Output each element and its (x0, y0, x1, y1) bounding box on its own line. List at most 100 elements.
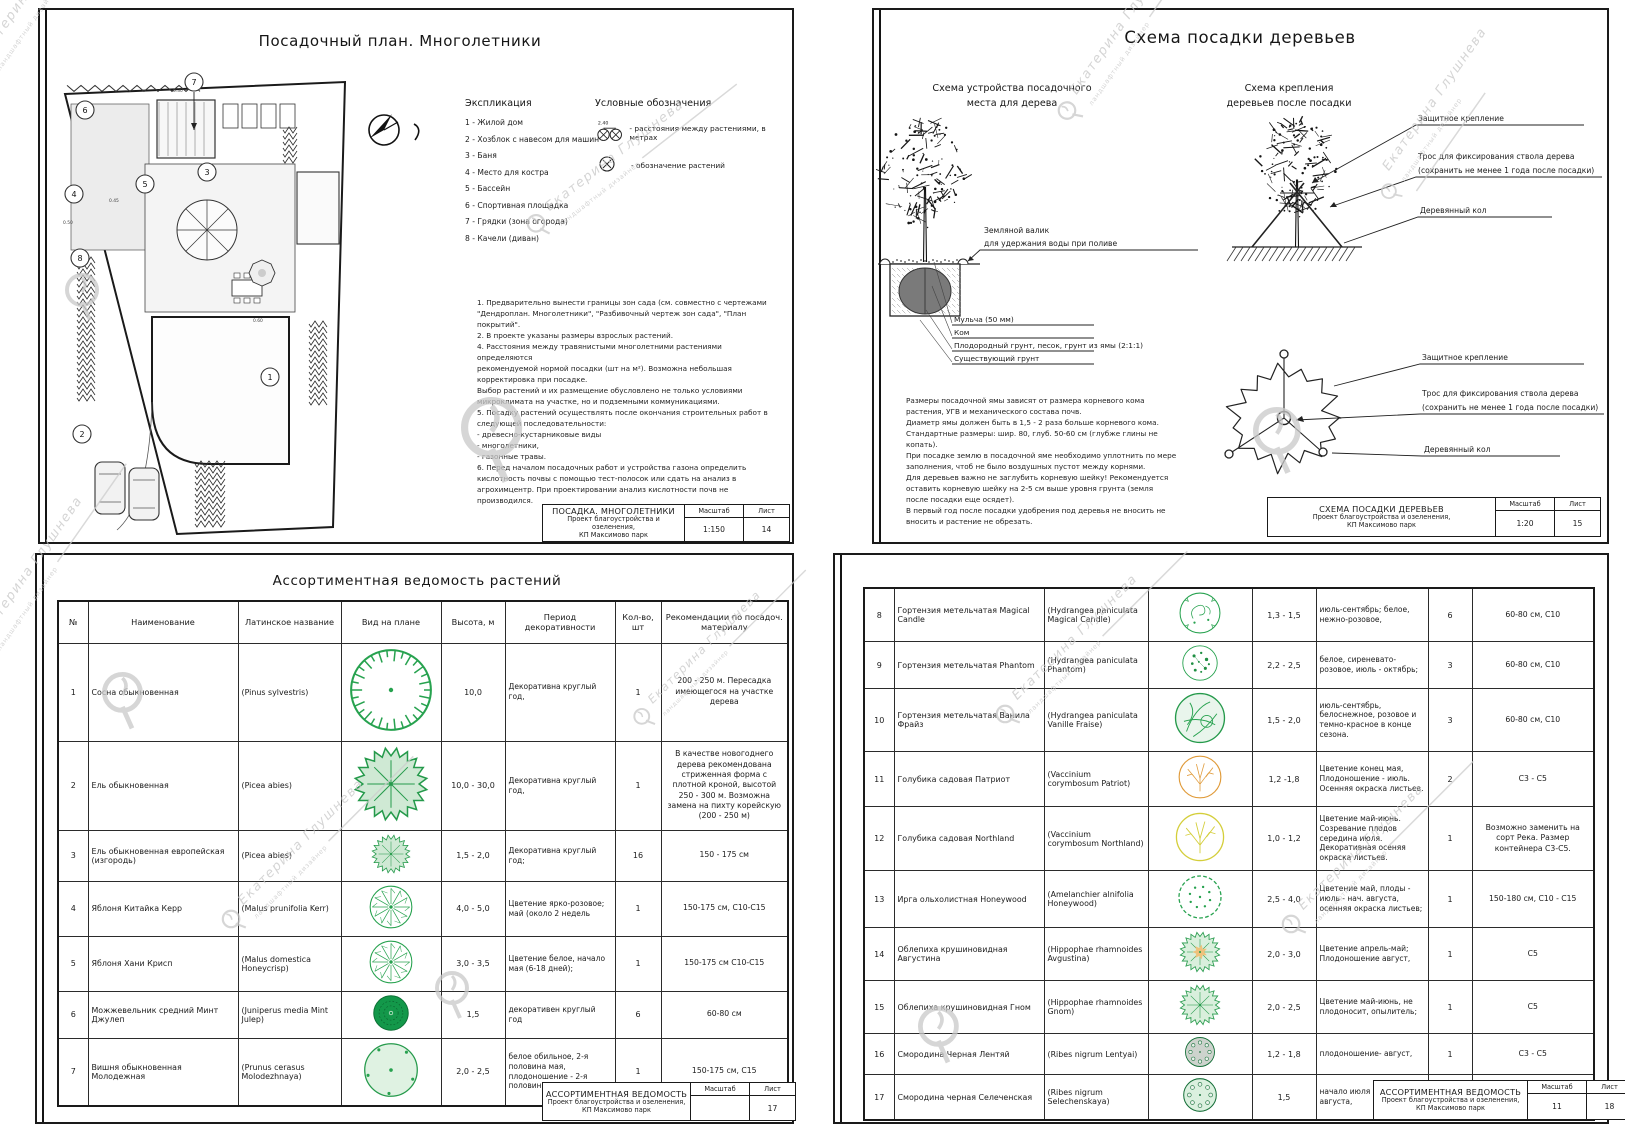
cell-plan-symbol (1147, 1033, 1253, 1075)
svg-text:5: 5 (142, 180, 147, 189)
legend-item-label: - расстояния между растениями, в метрах (629, 124, 766, 142)
scale-cell: Масштаб 11 (1528, 1081, 1586, 1119)
cell-plan-symbol (1147, 587, 1253, 642)
title-block-title: ПОСАДКА. МНОГОЛЕТНИКИ (552, 506, 675, 517)
cell-recommendation: 150 - 175 см (660, 829, 789, 882)
cell-latin-name: (Juniperus media Mint Julep) (237, 990, 342, 1039)
sheet-tree-scheme: Схема посадки деревьев Схема устройства … (872, 8, 1609, 544)
cell-quantity: 1 (614, 740, 662, 831)
cell-recommendation: 60-80 см (660, 990, 789, 1039)
sheet-label: Лист (750, 1083, 795, 1096)
cell-number: 9 (863, 641, 895, 689)
note-line: 2. В проекте указаны размеры взрослых ра… (477, 331, 674, 341)
note-line: 1. Предварительно вынести границы зон са… (477, 298, 767, 307)
note-line: 6. Перед началом посадочных работ и устр… (477, 463, 747, 473)
cell-decorative-period: Декоративна круглый год, (504, 740, 616, 831)
cell-quantity: 3 (1427, 688, 1473, 752)
sheet-assortment-2: 8 Гортензия метельчатая Magical Candle (… (833, 553, 1625, 1124)
plan-marker: 5 (135, 174, 155, 194)
title-block-main: СХЕМА ПОСАДКИ ДЕРЕВЬЕВ Проект благоустро… (1268, 498, 1496, 536)
cell-number: 11 (863, 751, 895, 807)
cell-recommendation: 200 - 250 м. Пересадка имеющегося на уча… (660, 642, 789, 742)
explication-title: Экспликация (465, 98, 532, 109)
cell-number: 6 (57, 990, 89, 1039)
cell-recommendation: В качестве новогоднего дерева рекомендов… (660, 740, 789, 831)
cell-number: 2 (57, 740, 89, 831)
plan-marker: 4 (64, 184, 84, 204)
explication-item: 3 - Баня (465, 151, 497, 160)
cell-name: Голубика садовая Northland (893, 806, 1045, 871)
svg-text:Трос для фиксирования ствола д: Трос для фиксирования ствола дерева (1421, 389, 1579, 398)
cell-plan-symbol (1147, 927, 1253, 981)
note-line: микроклимата на участке, но и подземными… (477, 397, 720, 407)
legend-item: - обозначение растений (595, 155, 787, 173)
cell-quantity: 2 (1427, 751, 1473, 807)
cell-plan-symbol (1147, 688, 1253, 752)
cell-height: 2,5 - 4,0 (1251, 870, 1317, 928)
cell-number: 1 (57, 642, 89, 742)
scale-label: Масштаб (691, 1083, 749, 1096)
cell-plan-symbol (1147, 751, 1253, 807)
hyd-branch-symbol (1173, 691, 1227, 745)
svg-text:(сохранить не менее 1 года пос: (сохранить не менее 1 года после посадки… (1418, 166, 1594, 175)
cell-number: 7 (57, 1037, 89, 1106)
cell-decorative-period: Цветение ярко-розовое; май (около 2 неде… (504, 880, 616, 937)
note-line: - многолетники, (477, 441, 539, 451)
cell-plan-symbol (1147, 870, 1253, 928)
svg-text:Защитное крепление: Защитное крепление (1418, 114, 1504, 123)
note-line: корректировка при посадке. (477, 375, 588, 385)
hyd-curl-symbol (1178, 591, 1222, 635)
cell-latin-name: (Picea abies) (237, 829, 342, 882)
cell-quantity: 1 (1427, 927, 1473, 981)
cell-latin-name: (Vaccinium corymbosum Patriot) (1043, 751, 1149, 807)
blue-yellow-symbol (1174, 811, 1226, 863)
cell-name: Ель обыкновенная (87, 740, 239, 831)
cell-height: 4,0 - 5,0 (440, 880, 506, 937)
note-line: "Дендроплан. Многолетники", "Разбивочный… (477, 309, 747, 319)
sheet-margin-line (879, 10, 881, 542)
scale-cell: Масштаб 1:20 (1496, 498, 1554, 536)
svg-text:8: 8 (77, 254, 82, 263)
cell-height: 2,2 - 2,5 (1251, 641, 1317, 689)
cell-decorative-period: Декоративна круглый год; (504, 829, 616, 882)
cell-name: Гортензия метельчатая Phantom (893, 641, 1045, 689)
plan-marker: 6 (75, 100, 95, 120)
sheet-value: 17 (767, 1103, 778, 1113)
cell-plan-symbol (340, 740, 442, 831)
cell-height: 2,0 - 3,0 (1251, 927, 1317, 981)
cell-latin-name: (Hydrangea paniculata Magical Candle) (1043, 587, 1149, 642)
sheet-label: Лист (744, 505, 789, 518)
cell-plan-symbol (1147, 1074, 1253, 1121)
blue-orange-symbol (1177, 754, 1223, 800)
cell-height: 1,2 -1,8 (1251, 751, 1317, 807)
title-block: АССОРТИМЕНТНАЯ ВЕДОМОСТЬ Проект благоуст… (542, 1082, 796, 1121)
plan-marker: 1 (260, 367, 280, 387)
column-header: Кол-во, шт (614, 600, 662, 644)
cell-decorative-period: Цветение май-июнь, не плодоносит, опылит… (1315, 980, 1429, 1034)
plan-dimension: 0.45 (109, 198, 119, 204)
sheet-margin-line (42, 555, 44, 1122)
cell-number: 12 (863, 806, 895, 871)
table-row: 6 Можжевельник средний Минт Джулеп (Juni… (57, 990, 789, 1039)
spruce-small-symbol (370, 833, 412, 875)
cell-height: 1,5 (1251, 1074, 1317, 1121)
cell-name: Голубика садовая Патриот (893, 751, 1045, 807)
cell-quantity: 6 (1427, 587, 1473, 642)
cell-number: 3 (57, 829, 89, 882)
explication-item: 5 - Бассейн (465, 184, 511, 193)
note-line: агрохимцентр. При проектировании анализ … (477, 485, 729, 495)
legend-item-label: - обозначение растений (631, 161, 725, 170)
legend-item: 2.40 - расстояния между растениями, в ме… (595, 118, 787, 144)
page-title: Посадочный план. Многолетники (258, 32, 542, 50)
note-line: Стандартные размеры: шир. 80, глуб. 50-6… (906, 429, 1158, 439)
cell-plan-symbol (340, 829, 442, 882)
note-line: кислотность почвы с помощью тест-полосок… (477, 474, 737, 484)
note-line: - древесно-кустарниковые виды (477, 430, 602, 440)
cell-recommendation: 60-80 см, С10 (1471, 587, 1595, 642)
column-header: Латинское название (237, 600, 342, 644)
sheet-value: 18 (1604, 1102, 1615, 1111)
